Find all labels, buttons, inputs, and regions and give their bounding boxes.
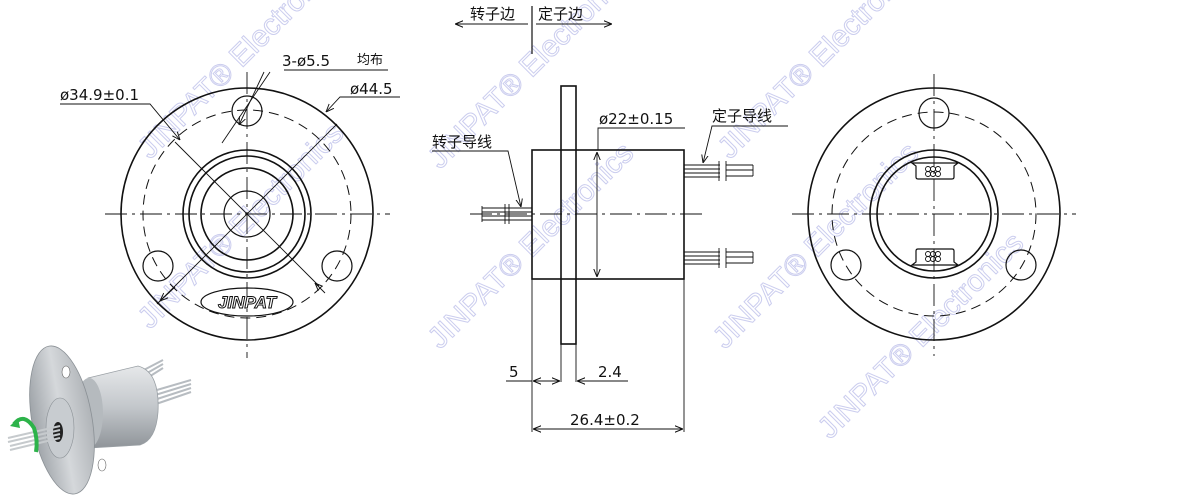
jinpat-logo-oval xyxy=(200,287,294,317)
housing xyxy=(531,149,685,280)
dim-rotor-len: 5 xyxy=(509,363,519,381)
dim-flange-thk: 2.4 xyxy=(598,363,622,381)
side-view: 转子边 定子边 xyxy=(432,5,788,432)
wire-bundle-bottom xyxy=(910,248,960,266)
jinpat-logo: JINPAT xyxy=(218,293,278,312)
dim-pcd: ø34.9±0.1 xyxy=(60,86,139,104)
stator-leads-label: 定子导线 xyxy=(712,107,772,125)
dim-holes: 3-ø5.5 xyxy=(282,52,330,70)
rotor-leads xyxy=(481,204,532,224)
watermark-7: JINPAT® Electronics xyxy=(812,226,1031,445)
dim-total-len: 26.4±0.2 xyxy=(570,411,640,429)
rear-view xyxy=(792,74,1076,356)
watermark-layer: JINPAT® Electronics JINPAT® Electronics … xyxy=(131,0,1031,445)
render-3d xyxy=(0,340,200,495)
rotation-arrow-icon xyxy=(12,416,39,453)
front-view: ø34.9±0.1 3-ø5.5 均布 ø44.5 JINPAT xyxy=(60,52,400,358)
stator-leads-upper xyxy=(684,161,754,181)
dim-body-dia: ø22±0.15 xyxy=(599,110,673,128)
mount-hole-left xyxy=(142,250,174,282)
rotor-leads-label: 转子导线 xyxy=(432,133,492,151)
wire-bundle-top xyxy=(910,162,960,180)
stator-side-label: 定子边 xyxy=(538,5,583,23)
mount-hole-right xyxy=(321,250,353,282)
stator-leads-lower xyxy=(684,248,754,268)
dim-holes-note: 均布 xyxy=(357,53,383,68)
watermark-3: JINPAT® Electronics xyxy=(422,136,641,355)
rotor-side-label: 转子边 xyxy=(470,5,515,23)
flange xyxy=(560,85,577,345)
dim-outer: ø44.5 xyxy=(350,80,393,98)
